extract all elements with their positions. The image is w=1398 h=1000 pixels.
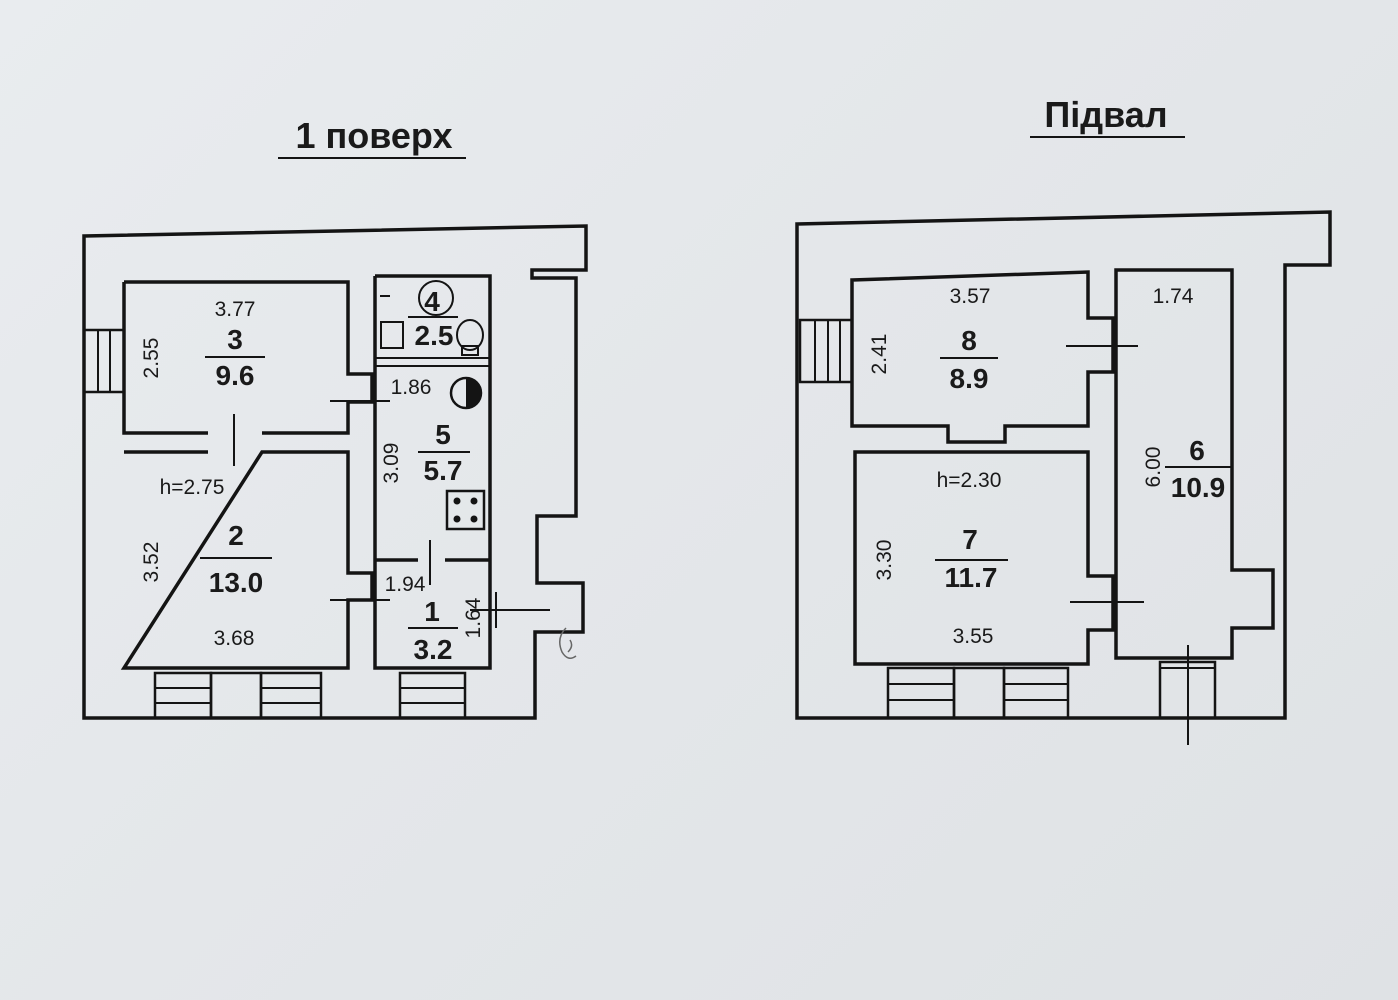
basement-room-8-depth: 2.41 (868, 334, 891, 375)
toilet-icon (456, 319, 484, 356)
pen-mark-scribble (559, 627, 577, 659)
floor1-title: 1 поверх (296, 115, 453, 156)
basement-room-8-width: 3.57 (950, 285, 991, 308)
basement-room-8-number: 8 (961, 325, 977, 356)
basement-window (1002, 666, 1070, 720)
basement-room-6-walls (1114, 268, 1275, 660)
basement-room-7-area: 11.7 (945, 562, 998, 593)
basement-room-7-walls (853, 450, 1115, 666)
floor1-room-3-depth: 2.55 (140, 338, 163, 379)
basement-room-6-area: 10.9 (1171, 472, 1226, 503)
floor1-room-2-depth: 3.52 (140, 542, 163, 583)
basement-room-8-area: 8.9 (950, 363, 989, 394)
floor1-window (259, 671, 323, 720)
floor1-room-1-width: 1.94 (385, 573, 426, 596)
floor1-room-3-number: 3 (227, 324, 243, 355)
floor1-room-2-area: 13.0 (209, 567, 264, 598)
basement-room-8-walls (850, 270, 1115, 444)
floor1-room-4-5-walls (373, 274, 492, 573)
basement-room-7-width: 3.55 (953, 625, 994, 648)
basement-title: Підвал (1044, 94, 1167, 135)
floor1-window (398, 671, 467, 720)
basement-height: h=2.30 (937, 469, 1002, 492)
gas-meter-icon (449, 376, 483, 410)
floor1-window-pier (209, 671, 263, 720)
basement-plan: Підвал (795, 94, 1332, 745)
floor1-room-5-depth: 3.09 (380, 443, 403, 484)
floor1-window (153, 671, 213, 720)
floor1-room-1-depth: 1.64 (462, 597, 485, 638)
floor1-room-2-width: 3.68 (214, 627, 255, 650)
floor1-room-4-number: 4 (424, 286, 440, 317)
basement-outer-wall (795, 210, 1332, 720)
floor1-plan: 1 поверх (82, 115, 588, 720)
floor1-room-5-width: 1.86 (391, 376, 432, 399)
floor1-room-1-walls (373, 558, 492, 670)
floor1-room-3-area: 9.6 (216, 360, 255, 391)
stove-icon (445, 489, 486, 531)
floor1-room-5-number: 5 (435, 419, 451, 450)
basement-entrance-opening (1158, 660, 1217, 720)
boiler-icon (418, 280, 454, 316)
floor1-room-1-number: 1 (424, 596, 440, 627)
floor1-room-5-area: 5.7 (424, 455, 463, 486)
floor1-room-2-number: 2 (228, 520, 244, 551)
basement-room-7-depth: 3.30 (873, 540, 896, 581)
basement-window (886, 666, 956, 720)
floor1-height: h=2.75 (160, 476, 225, 499)
floor1-room-1-area: 3.2 (414, 634, 453, 665)
basement-room-6-width: 1.74 (1153, 285, 1194, 308)
basement-room-7-number: 7 (962, 524, 978, 555)
basement-stairs (798, 318, 854, 384)
basement-room-6-depth: 6.00 (1142, 447, 1165, 488)
floor1-room-3-width: 3.77 (215, 298, 256, 321)
floor1-outer-wall (82, 224, 588, 720)
floor1-stairs (82, 328, 126, 394)
basement-window-pier (952, 666, 1006, 720)
basement-room-6-number: 6 (1189, 435, 1205, 466)
sink-icon (380, 321, 404, 349)
floor1-room-4-area: 2.5 (415, 320, 454, 351)
